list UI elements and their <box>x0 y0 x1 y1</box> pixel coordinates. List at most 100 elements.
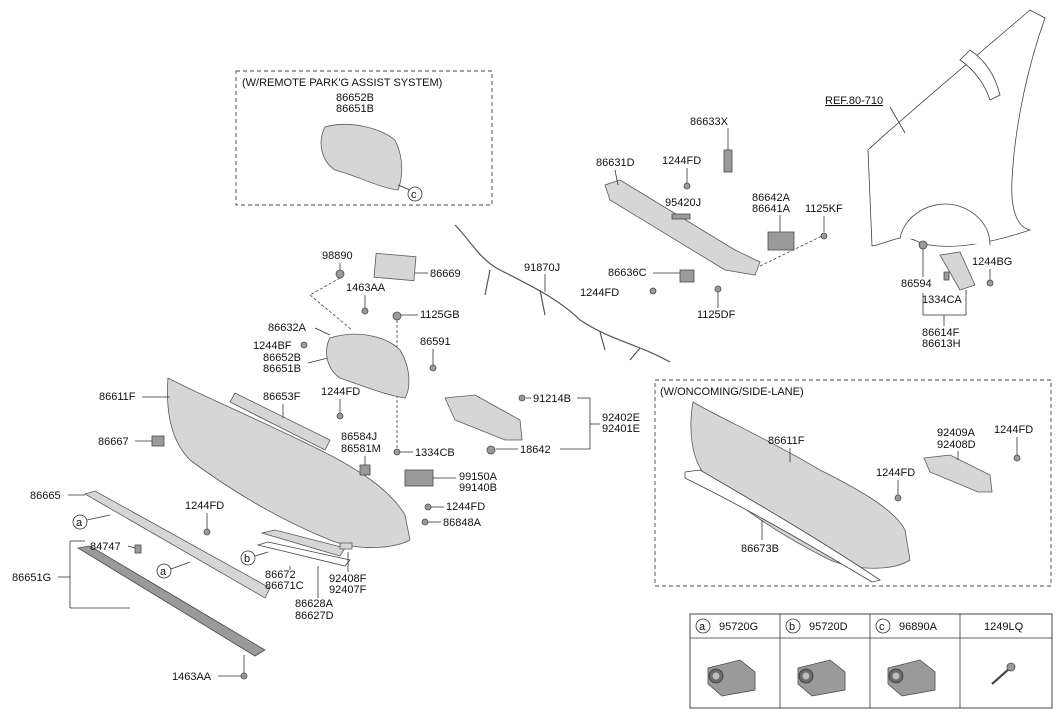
label-86671C: 86671C <box>265 580 304 592</box>
label-1244FD-e: 1244FD <box>446 501 485 513</box>
oncoming-side-lane-caption: (W/ONCOMING/SIDE-LANE) <box>660 386 804 398</box>
label-92408F: 92408F <box>329 573 367 585</box>
part-86614F <box>939 251 976 291</box>
label-86627D: 86627D <box>295 610 334 622</box>
label-86665: 86665 <box>30 490 61 502</box>
part-18642 <box>486 445 496 455</box>
parts-table-frame <box>689 613 1053 709</box>
label-86591: 86591 <box>420 336 451 348</box>
label-86611F: 86611F <box>99 391 136 403</box>
callout-c-top <box>407 186 423 202</box>
table-letter-b: b <box>789 621 795 633</box>
table-part-95720D: 95720D <box>809 621 848 633</box>
label-86632A: 86632A <box>268 322 307 334</box>
part-86653F <box>229 392 331 451</box>
part-86667 <box>151 435 165 447</box>
bolt-1244FD-d <box>203 528 211 536</box>
label-86581M: 86581M <box>341 443 381 455</box>
bolt-1125KF <box>820 232 828 240</box>
bolt-1244FD-c <box>336 412 344 420</box>
label-92402E: 92402E <box>602 412 640 424</box>
table-part-1249LQ: 1249LQ <box>984 621 1024 633</box>
label-86636C: 86636C <box>608 267 647 279</box>
label-86611F-b: 86611F <box>768 435 805 447</box>
part-86628A <box>256 541 351 567</box>
callout-a-2-letter: a <box>160 566 167 578</box>
label-86669: 86669 <box>430 268 461 280</box>
label-1244FD-c: 1244FD <box>321 386 360 398</box>
bumper-cover-86611F <box>167 377 411 548</box>
label-86642A: 86642A <box>752 192 791 204</box>
label-95420J: 95420J <box>665 197 701 209</box>
label-86652B: 86652B <box>263 352 301 364</box>
label-98890: 98890 <box>322 250 353 262</box>
part-92409A-lamp <box>923 454 993 493</box>
label-1244FD-a: 1244FD <box>662 155 701 167</box>
label-1125DF: 1125DF <box>697 309 736 321</box>
label-92401E: 92401E <box>602 423 640 435</box>
label-1463AA-top: 1463AA <box>346 282 386 294</box>
label-1463AA-bottom: 1463AA <box>172 671 212 683</box>
label-86651B: 86651B <box>263 363 301 375</box>
part-86642A <box>767 231 795 251</box>
part-86584J <box>359 464 371 476</box>
label-86667: 86667 <box>98 436 129 448</box>
part-86594 <box>918 240 928 250</box>
table-letter-c: c <box>879 621 885 633</box>
label-1244FD-b: 1244FD <box>580 287 619 299</box>
part-86673B <box>684 469 881 583</box>
screw-icon-1249LQ <box>991 662 1016 685</box>
remote-park-assist-box <box>235 70 493 206</box>
part-92402E-lamp <box>444 394 523 441</box>
wiring-harness <box>454 224 671 363</box>
label-92407F: 92407F <box>329 584 367 596</box>
part-86848A <box>421 518 429 526</box>
callout-a-1-letter: a <box>76 517 83 529</box>
callout-b-letter: b <box>244 553 250 565</box>
part-86669 <box>373 252 417 282</box>
remote-park-assist-caption: (W/REMOTE PARK'G ASSIST SYSTEM) <box>242 77 442 89</box>
strip-86665 <box>83 490 271 599</box>
label-86631D: 86631D <box>596 157 635 169</box>
callout-a-2 <box>156 563 172 579</box>
parts-table: a 95720G b 95720D c 96890A 1249LQ <box>689 613 1053 709</box>
table-letter-a: a <box>699 621 706 633</box>
bolt-1244FD-e <box>424 503 432 511</box>
label-86613H: 86613H <box>922 338 961 350</box>
part-95420J <box>671 213 691 220</box>
label-1125GB: 1125GB <box>420 309 460 321</box>
part-1334CB <box>393 448 401 456</box>
callout-c-top-letter: c <box>411 189 417 201</box>
part-1334CA <box>943 271 950 281</box>
table-part-96890A: 96890A <box>899 621 938 633</box>
bolt-1244FD-b <box>649 287 657 295</box>
part-91214B <box>518 394 526 402</box>
label-1244FD-g: 1244FD <box>876 467 915 479</box>
strip-86651G <box>76 545 266 657</box>
label-99140B: 99140B <box>459 482 497 494</box>
part-84747 <box>134 544 142 554</box>
label-18642: 18642 <box>520 444 551 456</box>
sensor-icon-95720D <box>797 659 846 697</box>
label-1244FD-f: 1244FD <box>994 424 1033 436</box>
bolt-1244BF <box>300 341 308 349</box>
table-callout-a <box>695 618 711 634</box>
sensor-icon-96890A <box>887 659 936 697</box>
label-1125KF: 1125KF <box>805 203 843 215</box>
label-1244BF: 1244BF <box>253 340 292 352</box>
label-86614F: 86614F <box>922 327 960 339</box>
part-99150A <box>404 469 434 487</box>
bolt-86591 <box>429 364 437 372</box>
label-86633X: 86633X <box>690 116 729 128</box>
label-92408D: 92408D <box>937 439 976 451</box>
label-1334CB: 1334CB <box>415 447 455 459</box>
label-84747: 84747 <box>90 541 121 553</box>
label-86651B-top: 86651B <box>336 103 374 115</box>
bolt-1244FD-g <box>894 494 902 502</box>
label-86653F: 86653F <box>263 391 301 403</box>
table-part-95720G: 95720G <box>719 621 758 633</box>
label-91214B: 91214B <box>533 393 571 405</box>
part-86636C <box>679 269 695 283</box>
label-91870J: 91870J <box>524 262 560 274</box>
